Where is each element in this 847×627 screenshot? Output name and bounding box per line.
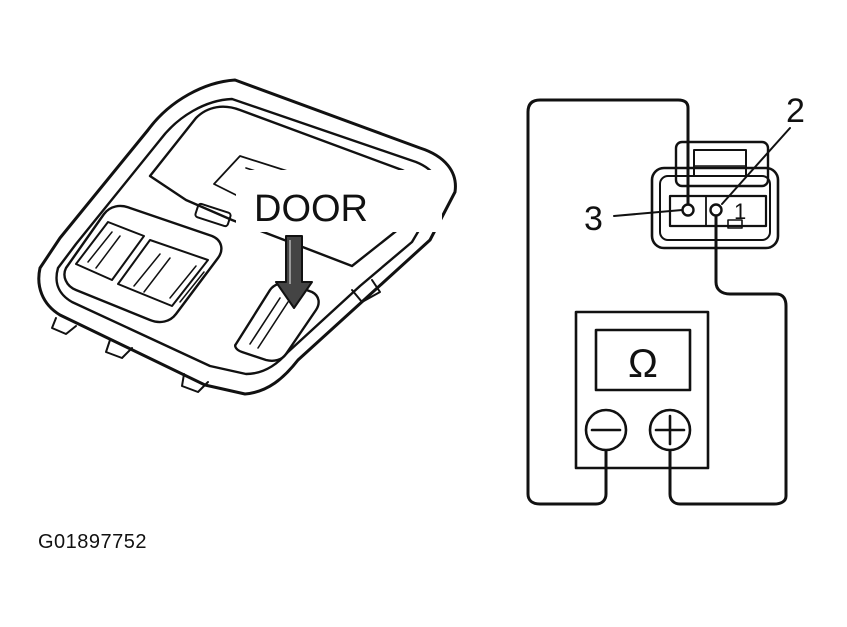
terminal-3-label: 3 — [584, 200, 603, 238]
plus-icon — [648, 408, 692, 452]
ohmmeter-icon: Ω — [574, 310, 710, 470]
terminal-2-leader — [721, 127, 791, 205]
ohm-symbol: Ω — [628, 342, 658, 386]
terminal-3-pin — [681, 203, 695, 217]
terminal-1-pin — [709, 203, 723, 217]
door-label: DOOR — [254, 188, 368, 230]
dome-light-assembly — [37, 78, 457, 396]
figure-id: G01897752 — [38, 531, 148, 553]
terminal-2-label: 2 — [786, 92, 805, 130]
down-arrow-icon — [275, 235, 313, 309]
door-label-backdrop — [236, 170, 442, 232]
terminal-3-leader — [613, 209, 683, 217]
terminal-1-label: 1 — [734, 199, 746, 224]
minus-icon — [584, 408, 628, 452]
test-lead-positive — [668, 214, 788, 506]
test-lead-negative — [526, 98, 690, 506]
